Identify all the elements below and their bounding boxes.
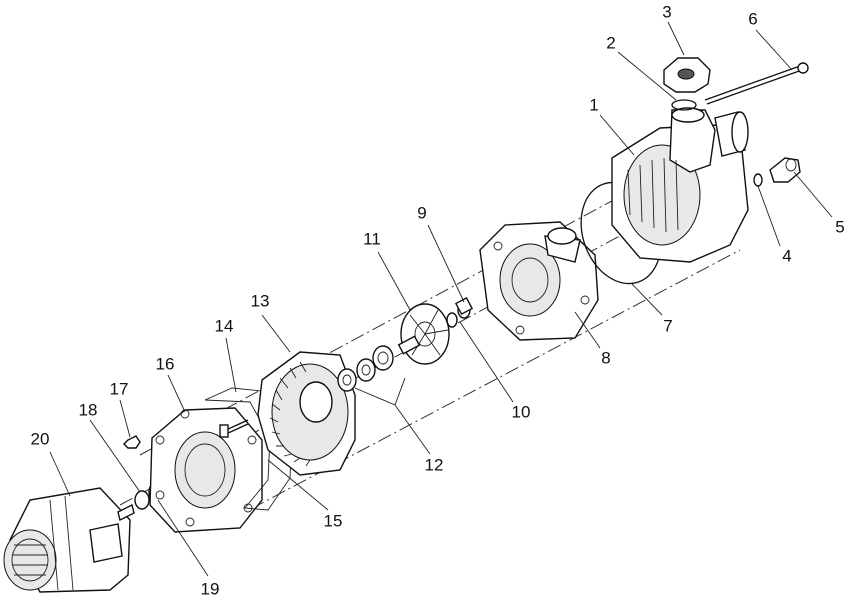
label-19: 19 — [200, 579, 220, 599]
label-17: 17 — [109, 379, 129, 399]
insert — [454, 296, 474, 319]
o-ring-top — [671, 99, 697, 111]
label-18: 18 — [78, 400, 98, 420]
label-10: 10 — [511, 402, 531, 422]
label-13: 13 — [250, 291, 270, 311]
leader-lines — [49, 21, 833, 577]
label-12: 12 — [424, 455, 444, 475]
washer — [753, 173, 763, 187]
pump-body — [611, 107, 749, 263]
label-7: 7 — [663, 316, 673, 336]
nut — [123, 435, 141, 449]
label-9: 9 — [417, 203, 427, 223]
label-6: 6 — [748, 9, 758, 29]
label-5: 5 — [835, 217, 845, 237]
pump-casing-front — [479, 221, 599, 341]
label-2: 2 — [606, 33, 616, 53]
label-16: 16 — [155, 354, 175, 374]
drain-plug — [769, 157, 801, 183]
bearings — [337, 345, 406, 406]
label-1: 1 — [589, 95, 599, 115]
o-ring-small — [446, 312, 458, 328]
impeller — [397, 303, 450, 365]
bolt — [219, 419, 249, 438]
cap-nut — [663, 57, 711, 93]
label-3: 3 — [662, 2, 672, 22]
fan-housing — [257, 351, 356, 476]
motor — [3, 487, 135, 593]
label-11: 11 — [363, 229, 381, 249]
label-4: 4 — [782, 246, 792, 266]
label-20: 20 — [30, 429, 50, 449]
label-14: 14 — [214, 316, 234, 336]
bracket-plate — [149, 407, 263, 533]
tie-rod — [704, 62, 809, 105]
lower-axis-line — [229, 249, 741, 521]
label-8: 8 — [601, 348, 611, 368]
label-15: 15 — [323, 511, 343, 531]
